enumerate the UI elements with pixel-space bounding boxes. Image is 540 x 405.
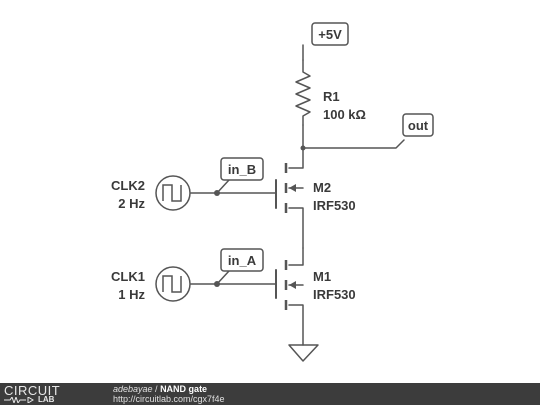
m2-source: [288, 207, 304, 249]
clk1-source: [155, 266, 191, 302]
m1-arrow: [289, 281, 296, 289]
net-label-in-a: in_A: [228, 253, 257, 268]
clk2-freq: 2 Hz: [118, 196, 145, 211]
clk2-source: [155, 175, 191, 211]
m2-ref: M2: [313, 180, 331, 195]
r1-ref: R1: [323, 89, 340, 104]
clk2-ref: CLK2: [111, 178, 145, 193]
m1-source: [288, 304, 304, 346]
m2-arrow: [289, 184, 296, 192]
r1-value: 100 kΩ: [323, 107, 366, 122]
circuitlab-logo: CIRCUIT: [4, 383, 61, 398]
m2-drain: [288, 147, 304, 169]
circuit-url[interactable]: http://circuitlab.com/cgx7f4e: [113, 394, 225, 404]
junction-in-a: [214, 281, 220, 287]
net-label-vcc: +5V: [318, 27, 342, 42]
resistor-r1: [295, 59, 311, 126]
clk1-waveform: [162, 275, 182, 293]
net-label-vcc-box: [311, 22, 349, 46]
ground-symbol: [288, 344, 319, 362]
clk2-waveform: [162, 184, 182, 202]
author-link[interactable]: adebayae: [113, 384, 153, 394]
wire-out-node: [302, 124, 405, 149]
m1-drain: [288, 247, 304, 266]
schematic-canvas: +5V out in_B in_A R1 100 kΩ M2 IRF530 M1…: [111, 22, 434, 362]
footer-credit: adebayae / NAND gate: [113, 384, 207, 394]
net-label-in-a-box: [220, 248, 264, 272]
net-label-out: out: [408, 118, 429, 133]
circuitlab-logo-lab: LAB: [38, 395, 55, 404]
junction-out: [300, 145, 306, 151]
credit-separator: /: [152, 384, 161, 394]
clk1-ref: CLK1: [111, 269, 145, 284]
footer-bar: CIRCUIT LAB adebayae / NAND gate http://…: [0, 383, 540, 405]
m1-ref: M1: [313, 269, 331, 284]
net-label-in-b-box: [220, 157, 264, 181]
net-label-in-b: in_B: [228, 162, 256, 177]
m2-part: IRF530: [313, 198, 356, 213]
clk1-freq: 1 Hz: [118, 287, 145, 302]
m1-part: IRF530: [313, 287, 356, 302]
resistor-logo-icon: [4, 397, 34, 403]
circuit-title: NAND gate: [160, 384, 208, 394]
junction-in-b: [214, 190, 220, 196]
net-label-out-box: [402, 113, 434, 137]
